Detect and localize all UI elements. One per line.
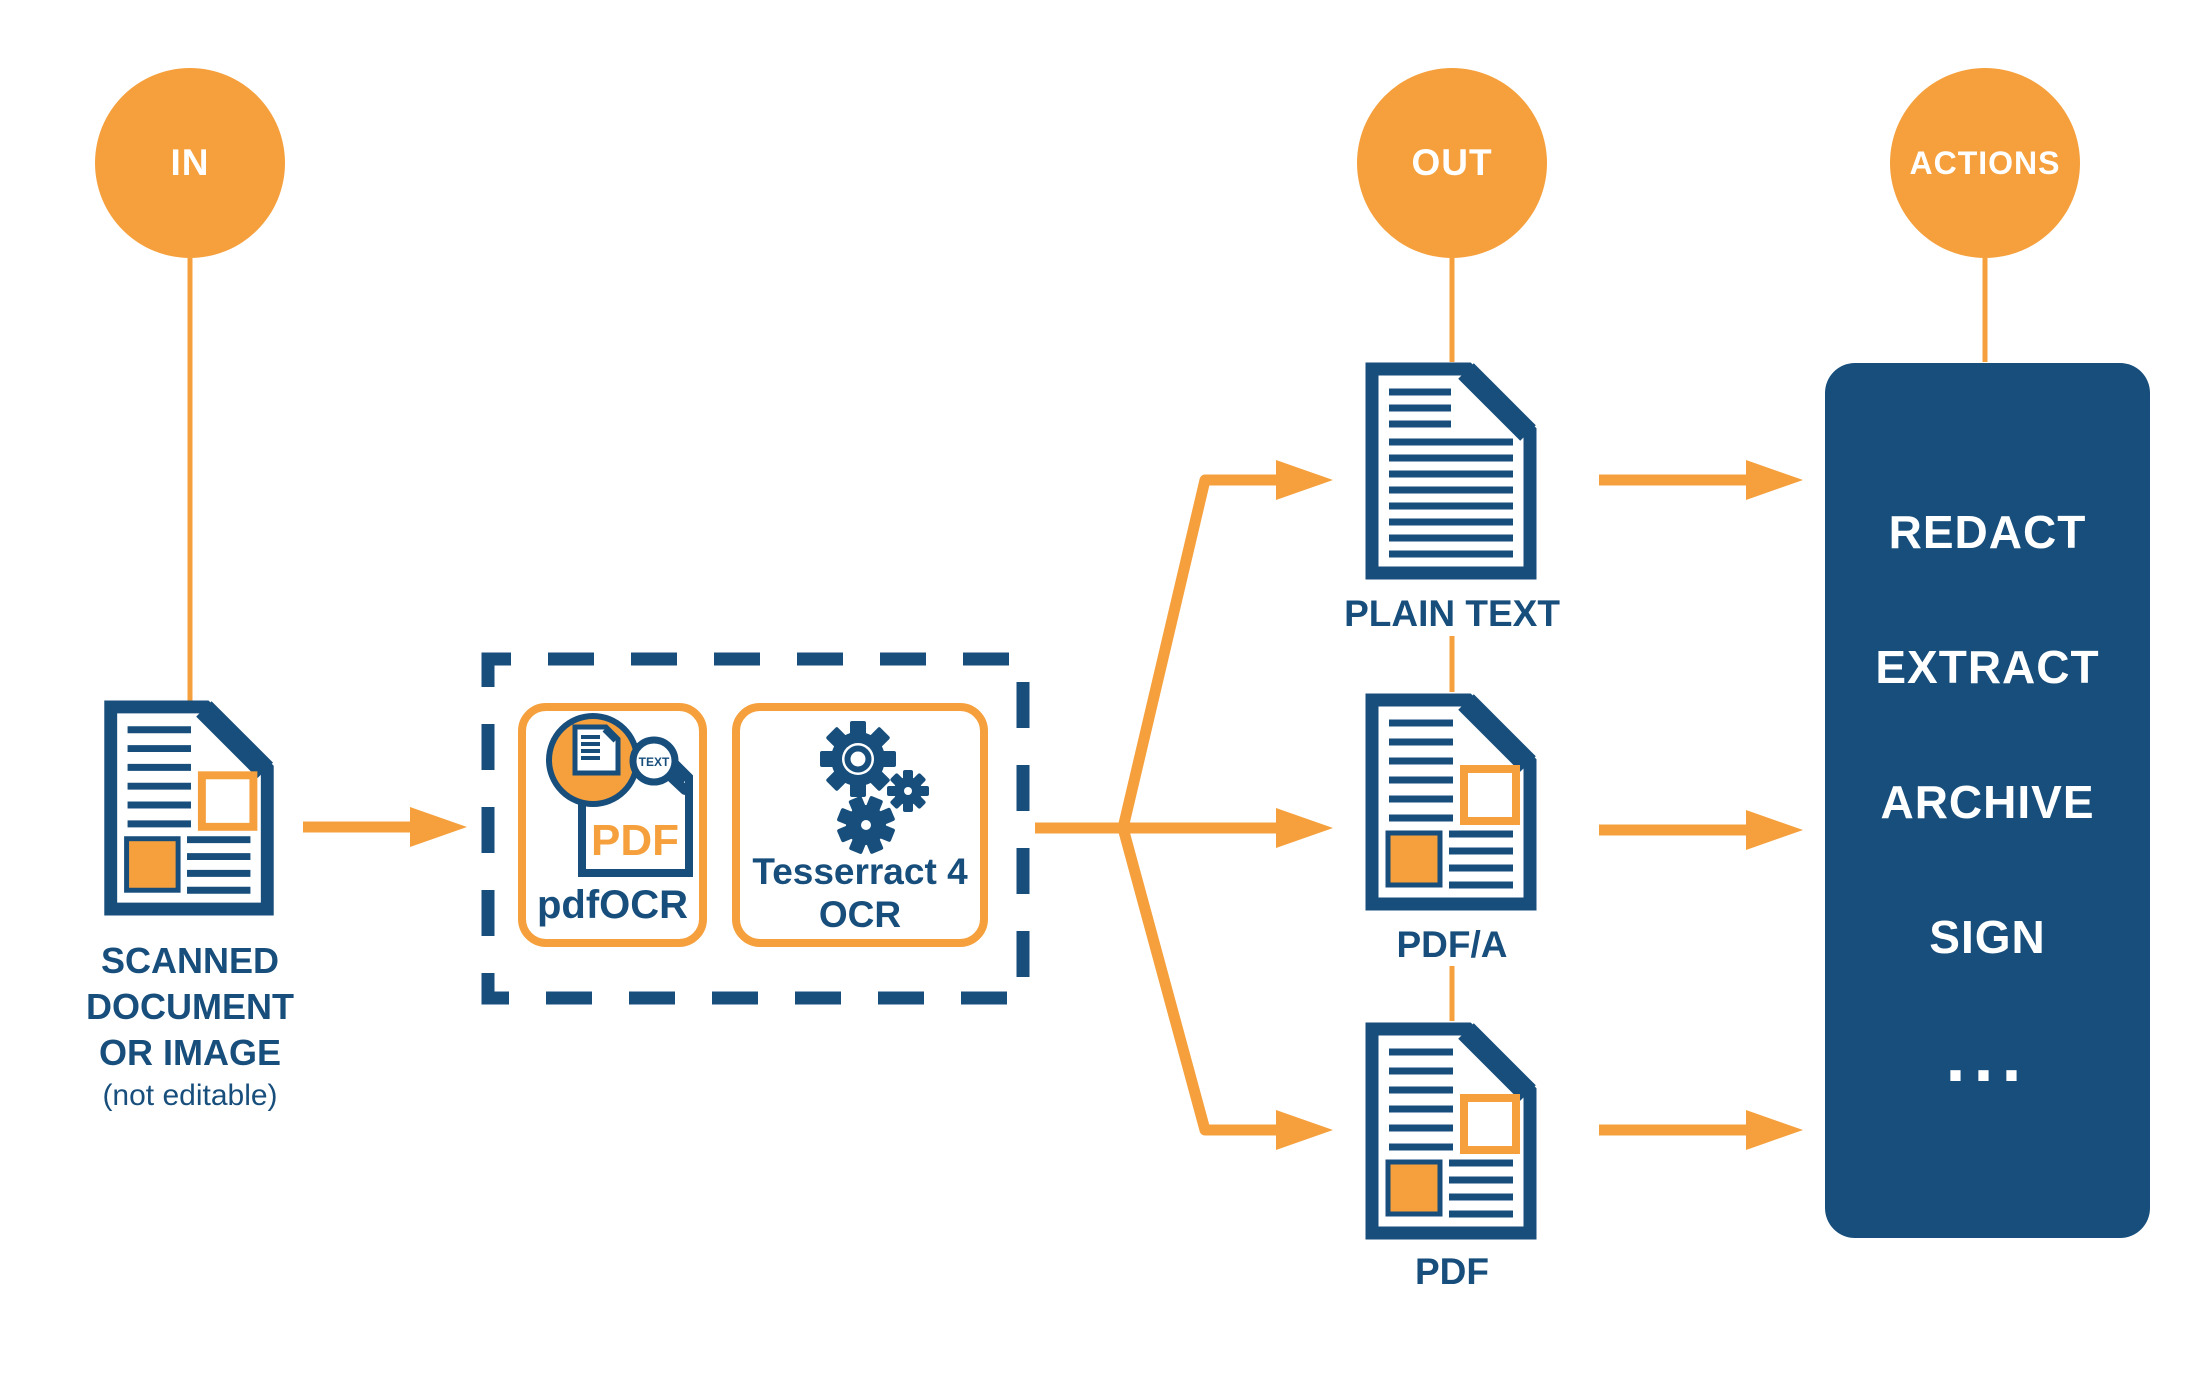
- action-sign: SIGN: [1929, 911, 2046, 963]
- pdfocr-label: pdfOCR: [536, 883, 689, 927]
- tesseract-label: Tesserract 4 OCR: [740, 850, 980, 936]
- action-archive: ARCHIVE: [1880, 776, 2095, 828]
- tesseract-label-line1: Tesserract 4: [752, 851, 968, 892]
- in-stage-label: IN: [170, 142, 210, 183]
- actions-box: REDACT EXTRACT ARCHIVE SIGN ...: [1825, 363, 2150, 1238]
- input-label-line1: SCANNED: [100, 940, 279, 981]
- input-label-line2: DOCUMENT: [86, 986, 294, 1027]
- pdf-ocr-magnifier-icon: PDF TEXT: [546, 713, 693, 877]
- action-redact: REDACT: [1888, 506, 2087, 558]
- out-stage-label: OUT: [1411, 142, 1493, 183]
- pdf-document-icon: [1365, 1022, 1537, 1240]
- output-label-pdf: PDF: [1415, 1251, 1489, 1292]
- input-label-line3: OR IMAGE: [98, 1032, 281, 1073]
- actions-stage-label: ACTIONS: [1909, 144, 2061, 181]
- svg-text:PDF: PDF: [591, 816, 679, 865]
- tesseract-tool-box: Tesserract 4 OCR: [732, 703, 988, 947]
- plain-text-document-icon: [1365, 362, 1537, 580]
- input-label: SCANNED DOCUMENT OR IMAGE (not editable): [30, 938, 350, 1116]
- actions-stage-badge: ACTIONS: [1890, 68, 2080, 258]
- svg-text:TEXT: TEXT: [639, 755, 670, 769]
- in-stage-badge: IN: [95, 68, 285, 258]
- action-extract: EXTRACT: [1875, 641, 2100, 693]
- tesseract-label-line2: OCR: [818, 894, 902, 935]
- ocr-process-dashed-box: [481, 652, 1030, 1005]
- out-stage-badge: OUT: [1357, 68, 1547, 258]
- pdfocr-tool-box: PDF TEXT pdfOCR: [518, 703, 707, 947]
- output-label-plain-text: PLAIN TEXT: [1344, 593, 1560, 634]
- pdfa-document-icon: [1365, 693, 1537, 911]
- action-more-ellipsis: ...: [1945, 1017, 2030, 1097]
- scanned-document-icon: [100, 700, 278, 916]
- output-label-pdfa: PDF/A: [1396, 924, 1508, 965]
- input-note: (not editable): [102, 1079, 278, 1112]
- gears-icon: [820, 721, 929, 854]
